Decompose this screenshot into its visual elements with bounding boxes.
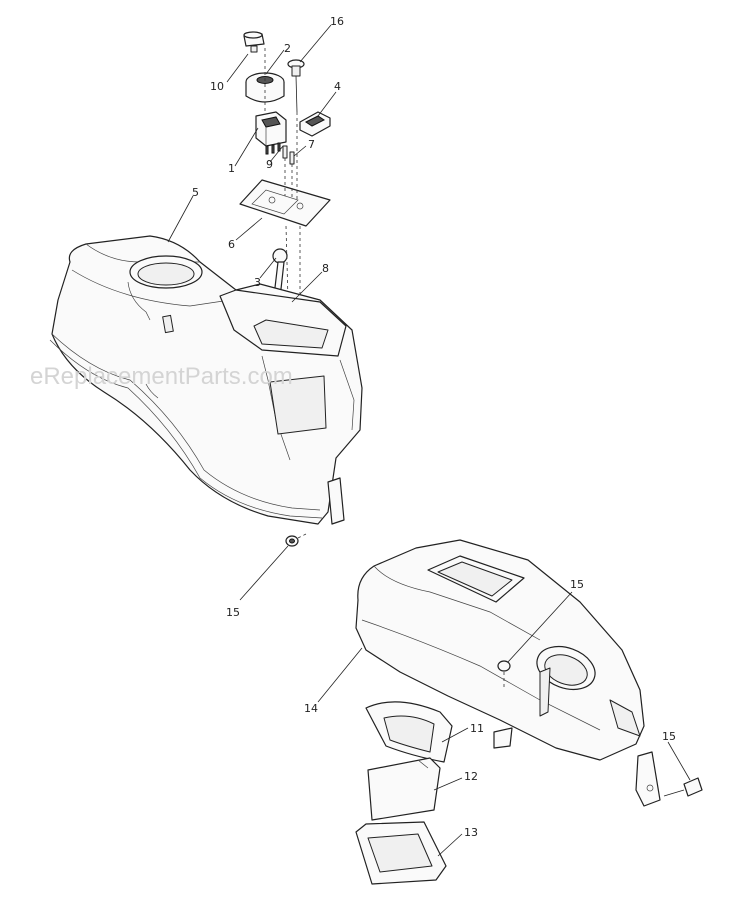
callout-5: 5	[192, 186, 199, 199]
callout-12: 12	[464, 770, 478, 783]
part-14-right-console	[355, 539, 661, 807]
callout-15-a: 15	[226, 606, 240, 619]
watermark: eReplacementParts.com	[30, 363, 293, 390]
callout-14: 14	[304, 702, 318, 715]
leader-lines	[167, 24, 691, 857]
callout-4: 4	[334, 80, 341, 93]
callout-2: 2	[284, 42, 291, 55]
callout-3: 3	[254, 276, 261, 289]
callout-1: 1	[228, 162, 235, 175]
part-15-nut-a	[285, 533, 307, 547]
part-16-screw	[287, 59, 305, 113]
part-5-left-console	[49, 235, 363, 525]
part-15-nut-b	[497, 660, 511, 690]
callout-10: 10	[210, 80, 224, 93]
part-9-pin	[282, 145, 288, 159]
callout-15-b: 15	[570, 578, 584, 591]
part-13-frame	[355, 821, 447, 885]
part-1-switch	[255, 111, 287, 155]
part-6-plate	[239, 179, 331, 227]
callout-15-c: 15	[662, 730, 676, 743]
part-4-bracket	[299, 111, 331, 137]
callout-7: 7	[308, 138, 315, 151]
part-12-cover	[367, 757, 441, 821]
callout-11: 11	[470, 722, 484, 735]
callout-6: 6	[228, 238, 235, 251]
callout-labels: 10 2 16 4 1 9 7 5 6 3 8 15 15 14 11 12 1…	[192, 15, 676, 839]
callout-16: 16	[330, 15, 344, 28]
part-15-bolt-c	[663, 777, 703, 797]
callout-13: 13	[464, 826, 478, 839]
part-7-pin	[289, 151, 295, 165]
part-11-cup-insert	[365, 701, 453, 763]
part-10-knob	[243, 31, 265, 53]
callout-8: 8	[322, 262, 329, 275]
alignment-lines	[264, 48, 301, 340]
callout-9: 9	[266, 158, 273, 171]
